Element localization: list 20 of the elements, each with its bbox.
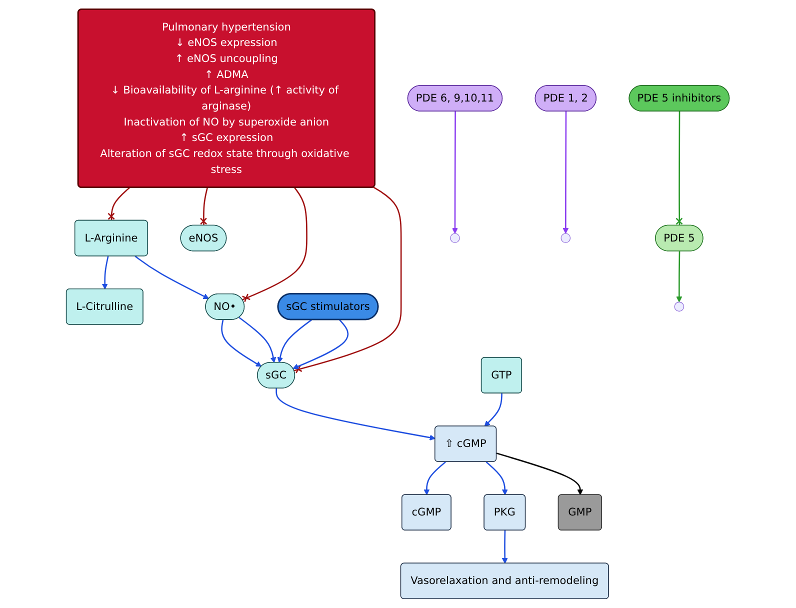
connector	[200, 187, 208, 226]
arrow	[486, 461, 508, 496]
arrow	[452, 111, 458, 234]
arrow	[276, 388, 436, 440]
arrow	[238, 316, 276, 363]
arrow	[102, 256, 109, 290]
arrow	[292, 319, 349, 370]
arrow	[278, 319, 312, 363]
arrow	[484, 393, 503, 427]
arrow	[502, 530, 508, 564]
connector	[108, 187, 130, 221]
arrow	[496, 452, 584, 496]
connector	[294, 186, 402, 374]
arrow	[562, 111, 569, 234]
arrow	[134, 256, 210, 299]
arrow	[221, 320, 262, 367]
connector	[242, 187, 308, 302]
connector	[676, 111, 684, 226]
arrow	[676, 251, 682, 302]
arrow	[424, 461, 446, 496]
